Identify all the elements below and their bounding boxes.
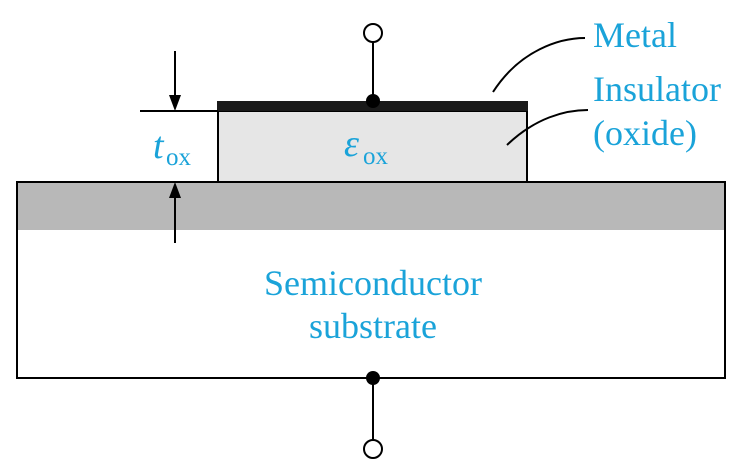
bottom-terminal-circle <box>363 439 383 459</box>
epsilon-ox-symbol: ε <box>344 123 359 165</box>
insulator-label: Insulator <box>593 69 721 109</box>
bottom-contact-dot <box>366 371 380 385</box>
metal-leader-line <box>492 37 586 93</box>
depletion-region <box>18 183 724 230</box>
insulator-leader-line <box>506 109 589 146</box>
epsilon-ox-subscript: ox <box>363 143 389 170</box>
tox-symbol: t <box>153 125 165 167</box>
semiconductor-label: Semiconductor <box>264 263 482 303</box>
top-contact-dot <box>366 94 380 108</box>
top-terminal-circle <box>363 23 383 43</box>
tox-arrow-top-head <box>169 95 181 111</box>
oxide-label: (oxide) <box>593 113 697 153</box>
substrate-label: substrate <box>309 306 437 346</box>
tox-arrow-bottom-head <box>169 182 181 198</box>
metal-label: Metal <box>593 15 677 55</box>
tox-subscript: ox <box>166 144 192 171</box>
insulator-oxide-layer <box>217 110 528 183</box>
